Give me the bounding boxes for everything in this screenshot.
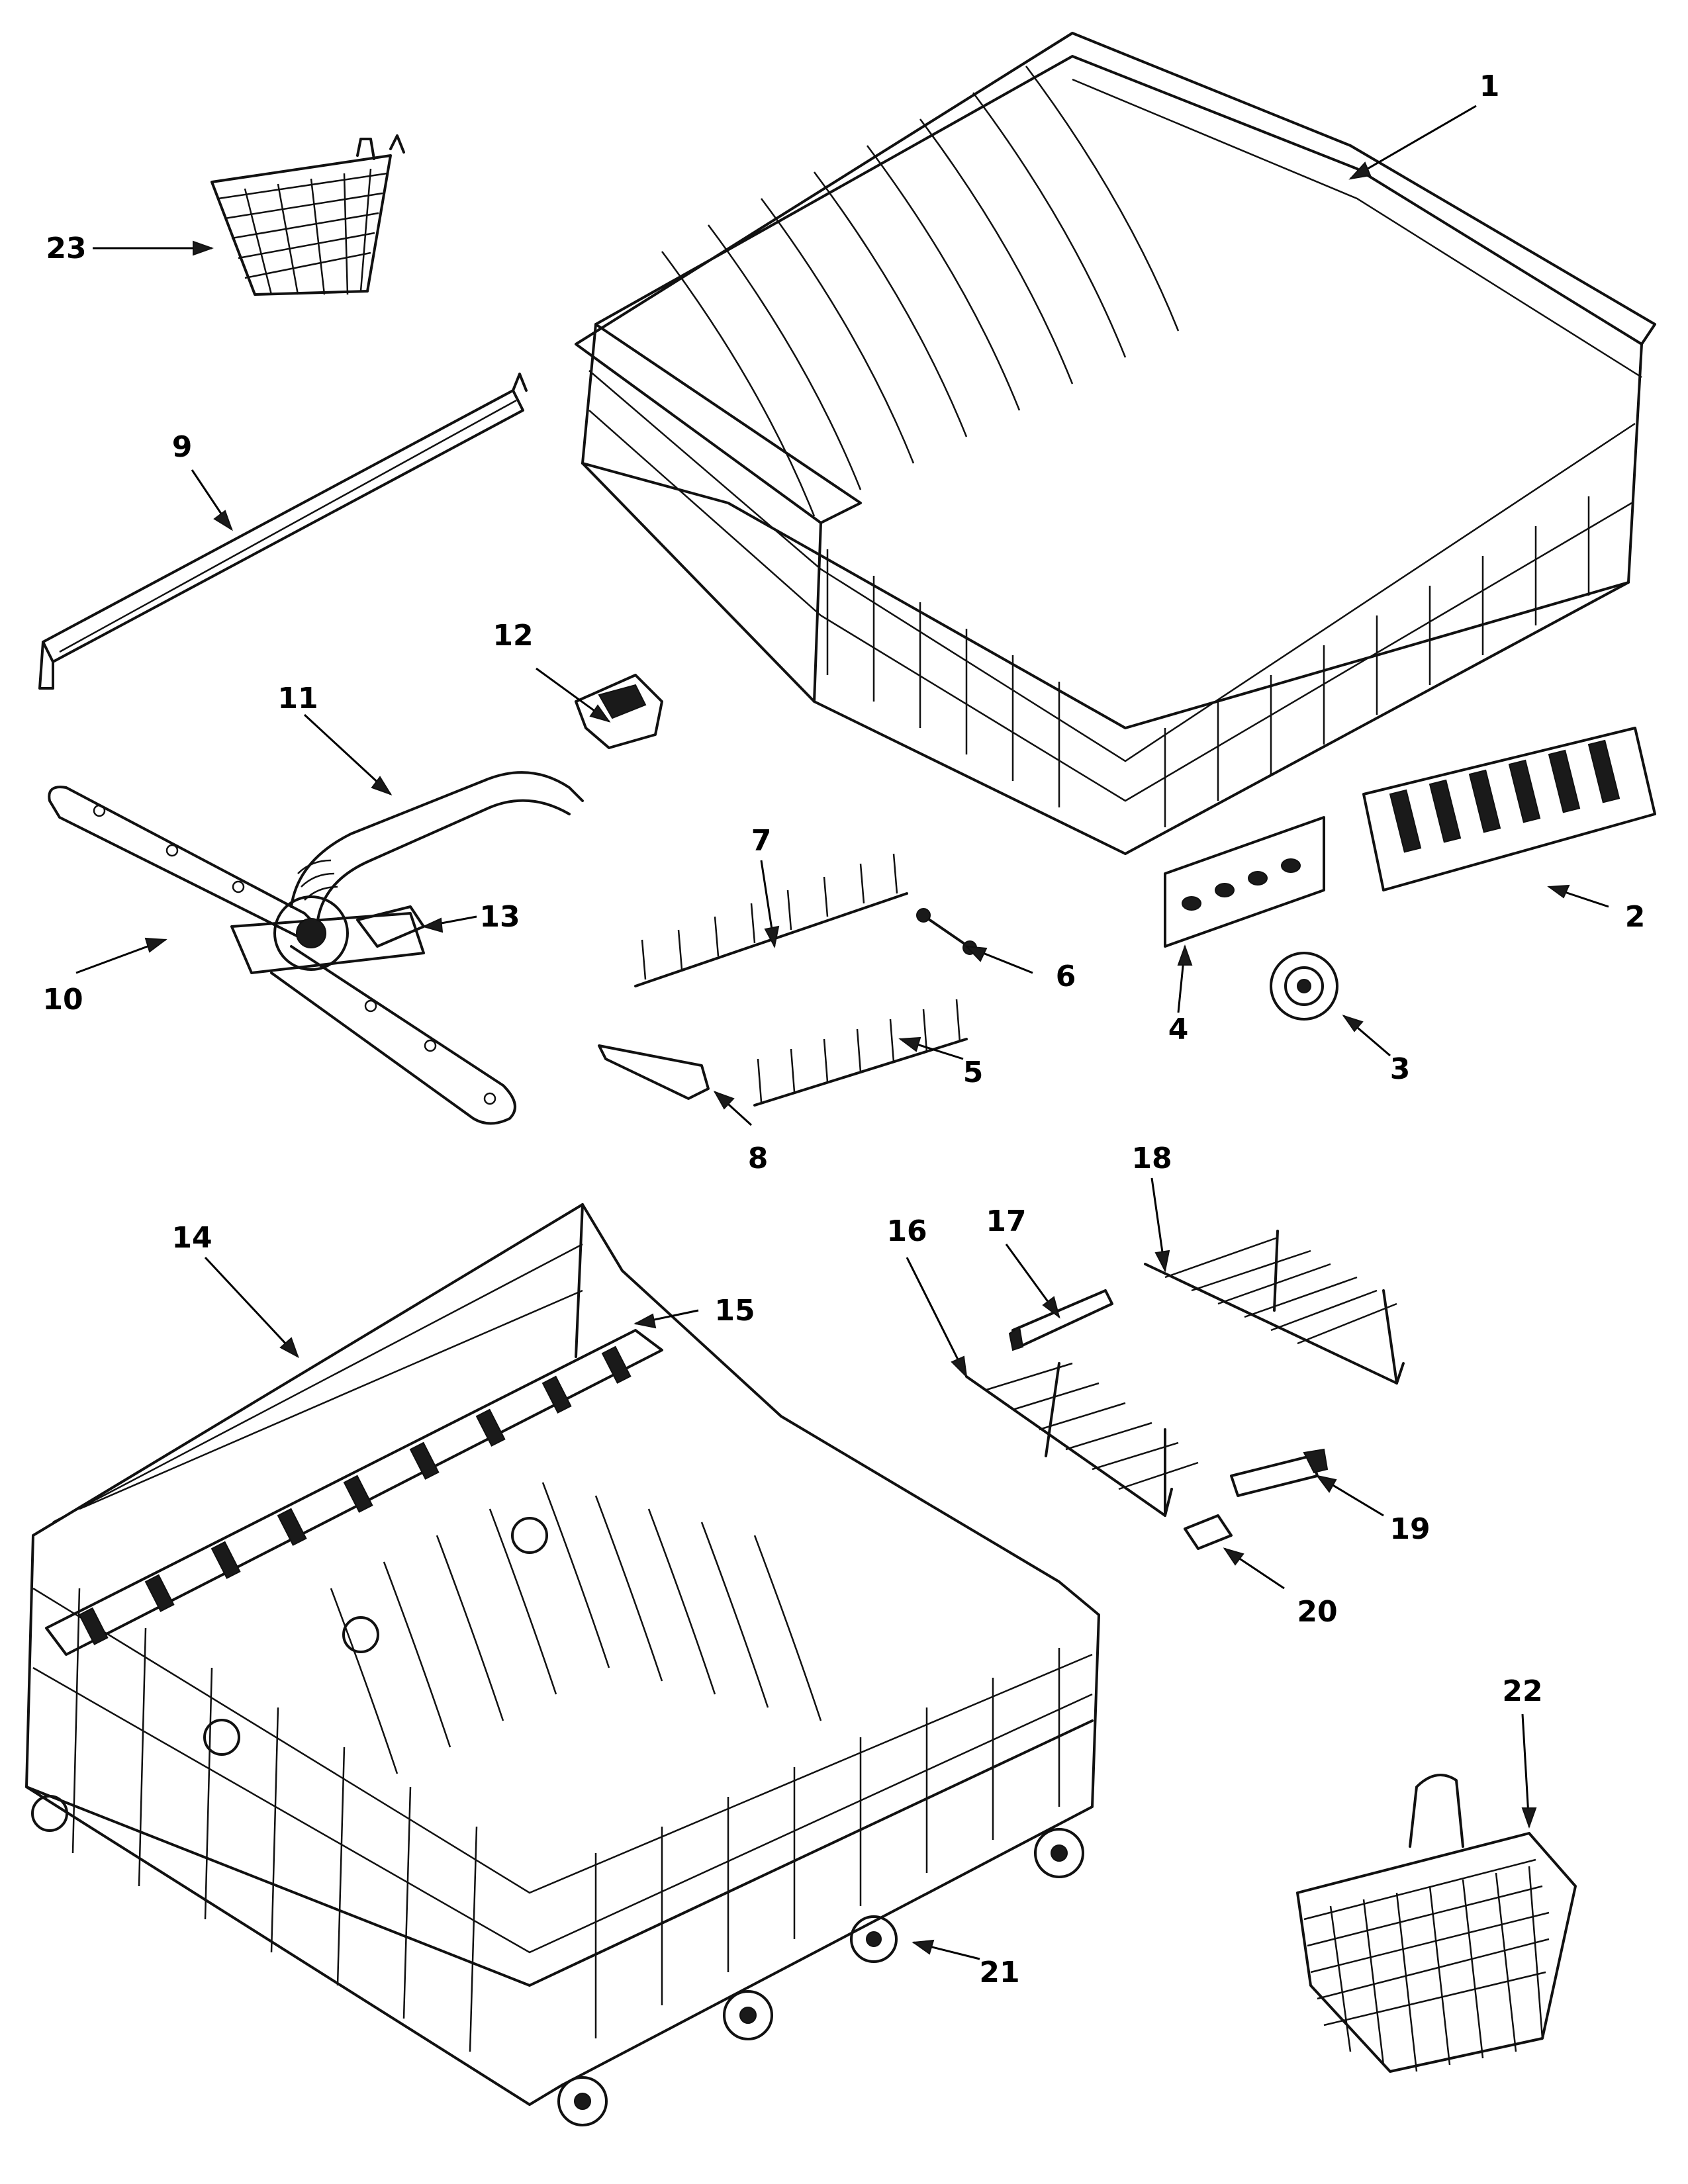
folding-tines-part [45, 1329, 663, 1656]
small-basket-part [211, 134, 405, 296]
lower-rack-part [25, 1203, 1100, 2126]
callout-17: 17 [986, 1205, 1026, 1238]
silverware-basket-part [1296, 1774, 1577, 2073]
tine-comb-part [1362, 727, 1656, 891]
clip-20-part [1184, 1514, 1233, 1550]
callout-1: 1 [1479, 69, 1500, 103]
callout-12: 12 [492, 619, 533, 653]
callout-10: 10 [42, 983, 83, 1017]
callout-9: 9 [172, 430, 193, 464]
callout-19: 19 [1389, 1512, 1430, 1546]
rail-part [38, 373, 528, 690]
tine-section-left-part [965, 1362, 1199, 1517]
callout-3: 3 [1390, 1052, 1411, 1086]
clip-part [575, 674, 663, 749]
callout-18: 18 [1131, 1142, 1172, 1175]
callout-11: 11 [277, 682, 318, 715]
callout-20: 20 [1297, 1595, 1337, 1629]
callout-21: 21 [979, 1956, 1019, 1989]
upper-rack-part [575, 32, 1656, 855]
callout-labels: 1 2 3 4 5 6 7 8 9 10 11 12 13 14 15 16 1… [42, 69, 1645, 1989]
plate-part [1164, 816, 1325, 948]
callout-14: 14 [171, 1221, 212, 1255]
callout-8: 8 [748, 1142, 769, 1175]
latch-part [598, 1044, 710, 1100]
clip-19-part [1230, 1448, 1329, 1497]
spray-arm-part [48, 771, 584, 1125]
callout-4: 4 [1168, 1013, 1189, 1046]
callout-16: 16 [886, 1214, 927, 1248]
tine-row-lower-part [753, 999, 968, 1107]
callout-22: 22 [1502, 1674, 1542, 1708]
callout-15: 15 [714, 1294, 755, 1328]
callout-6: 6 [1056, 960, 1076, 993]
callout-2: 2 [1625, 900, 1646, 934]
bracket-part [1008, 1289, 1113, 1351]
callout-13: 13 [479, 900, 520, 934]
callout-5: 5 [963, 1056, 984, 1089]
callout-7: 7 [751, 824, 772, 858]
tine-section-right-part [1144, 1230, 1405, 1385]
wheel-21-part [850, 1915, 898, 1963]
leader-lines [75, 105, 1609, 1960]
callout-23: 23 [46, 232, 86, 265]
wheel-part [1270, 952, 1338, 1021]
